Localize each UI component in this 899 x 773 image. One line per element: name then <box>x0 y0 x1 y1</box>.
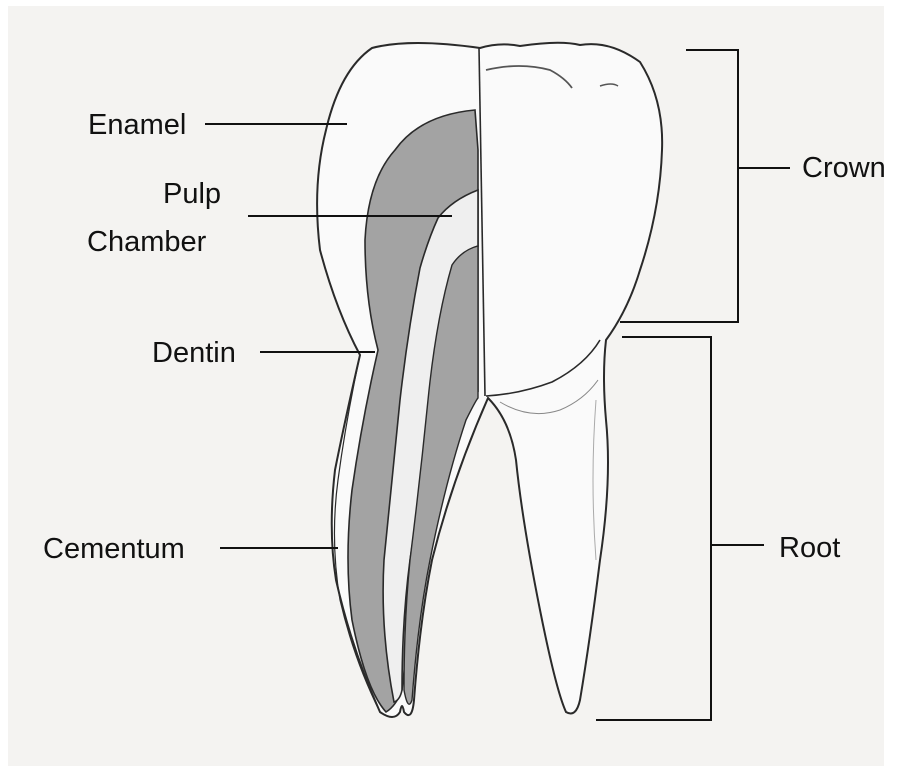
pulp-label: Pulp <box>163 180 221 209</box>
chamber-label: Chamber <box>87 228 206 257</box>
enamel-label: Enamel <box>88 111 186 140</box>
root-label: Root <box>779 534 840 563</box>
cementum-label: Cementum <box>43 535 185 564</box>
crown-label: Crown <box>802 154 886 183</box>
dentin-label: Dentin <box>152 339 236 368</box>
root-bracket <box>596 337 711 720</box>
